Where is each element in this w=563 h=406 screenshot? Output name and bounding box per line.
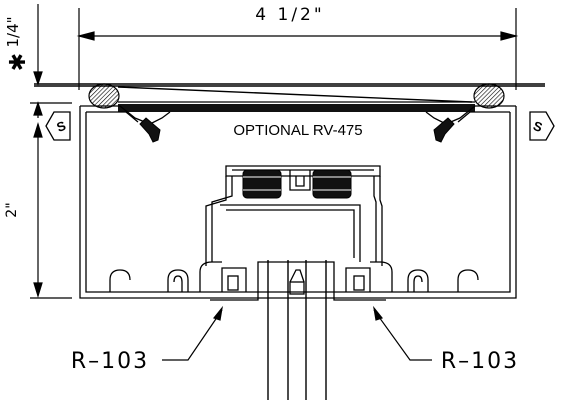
section-marker-left [45, 111, 71, 141]
sill-dimension [30, 4, 72, 118]
bottom-weatherstrip [109, 261, 479, 301]
sealant-bead-left [88, 83, 120, 109]
section-marker-right [529, 111, 555, 141]
optional-label: OPTIONAL RV-475 [233, 122, 362, 139]
glazing-gaskets [242, 169, 352, 199]
optional-clip-left [139, 117, 161, 143]
glazing-stop [205, 165, 383, 266]
head-surface [34, 83, 545, 103]
optional-clip-right [433, 117, 455, 143]
height-dimension-label: 2" [4, 202, 20, 217]
sill-dimension-label: 1/4" [4, 16, 22, 47]
gasket-label-left: R–103 [71, 349, 149, 374]
width-dimension-label: 4 1/2" [255, 5, 324, 25]
optional-rv475-strip [118, 104, 475, 112]
gasket-label-right: R–103 [441, 349, 519, 374]
width-dimension [76, 8, 519, 90]
leader-lines [162, 305, 432, 361]
height-dimension [30, 121, 72, 299]
sill-asterisk: ✱ [6, 53, 31, 71]
glass-pane [267, 260, 327, 400]
sealant-bead-right [473, 83, 505, 109]
